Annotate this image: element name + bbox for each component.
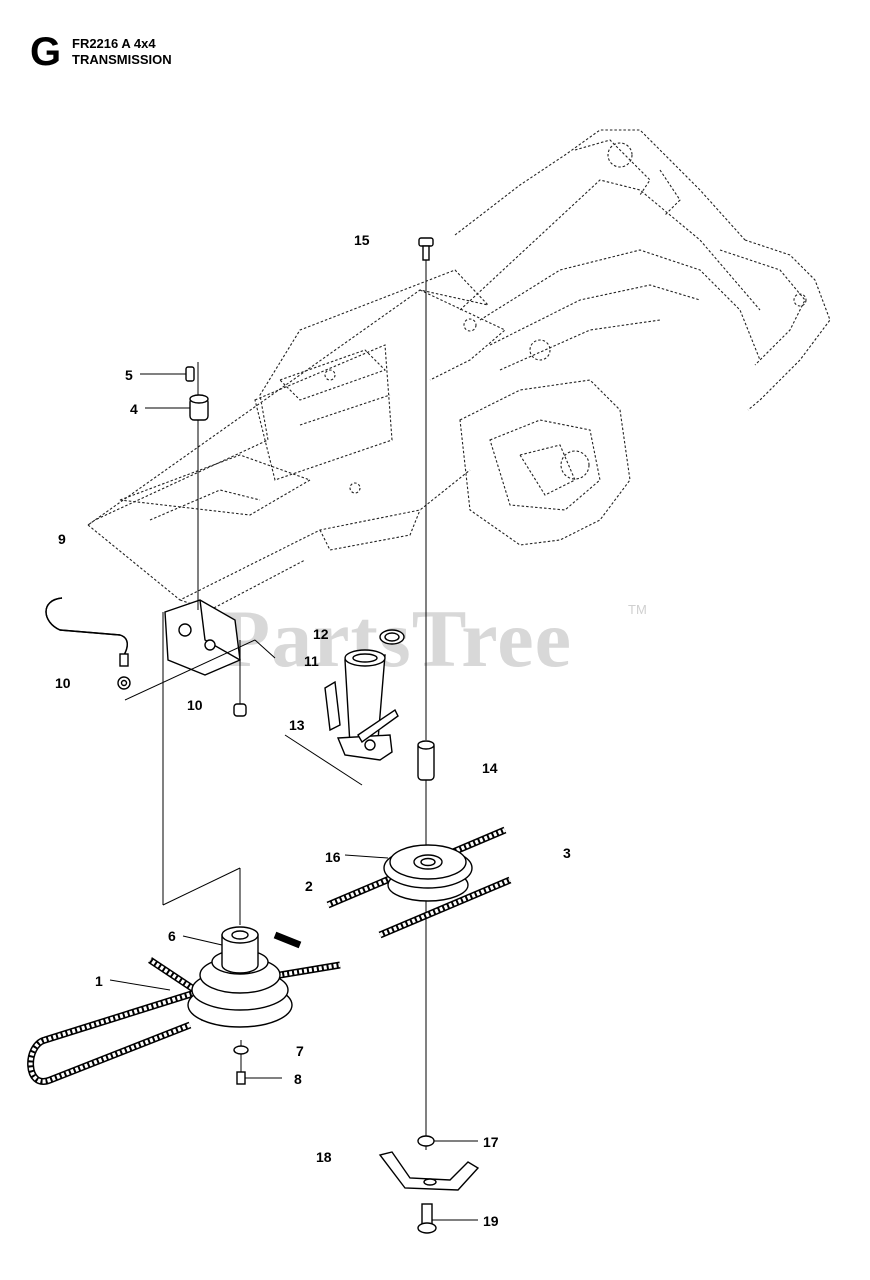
part-6-pulley: [187, 926, 293, 1028]
callout-5: 5: [125, 367, 133, 383]
callout-3: 3: [563, 845, 571, 861]
callout-6: 6: [168, 928, 176, 944]
part-7-washer: [233, 1045, 249, 1055]
callout-2: 2: [305, 878, 313, 894]
callout-10-right: 10: [187, 697, 203, 713]
callout-4: 4: [130, 401, 138, 417]
callout-17: 17: [483, 1134, 499, 1150]
part-13-idler-arm: [324, 649, 399, 761]
callout-leaders: [109, 854, 389, 991]
callout-7: 7: [296, 1043, 304, 1059]
callout-1: 1: [95, 973, 103, 989]
part-15-bolt: [418, 237, 434, 261]
part-12-snap-ring: [379, 629, 405, 645]
part-18-bracket: [378, 1151, 480, 1191]
part-10-rod: [45, 597, 131, 690]
callout-12: 12: [313, 626, 329, 642]
diagram-title: TRANSMISSION: [72, 52, 172, 67]
callout-18: 18: [316, 1149, 332, 1165]
part-14-bushing: [417, 740, 435, 781]
model-number: FR2216 A 4x4: [72, 36, 156, 51]
assembly-lines: [124, 240, 427, 1150]
callout-11: 11: [304, 653, 319, 669]
watermark-trademark: TM: [628, 602, 647, 617]
callout-14: 14: [482, 760, 498, 776]
part-17-washer: [417, 1135, 478, 1147]
part-1-belt: [27, 931, 341, 1085]
part-16-pulley: [383, 844, 473, 902]
part-10-nut: [233, 703, 247, 717]
callout-15: 15: [354, 232, 370, 248]
section-letter: G: [30, 30, 62, 74]
part-19-bolt: [417, 1203, 478, 1234]
callout-9: 9: [58, 531, 66, 547]
part-5-pin: [140, 366, 195, 382]
callout-8: 8: [294, 1071, 302, 1087]
part-8-bolt: [236, 1071, 282, 1085]
callout-16: 16: [325, 849, 341, 865]
callout-19: 19: [483, 1213, 499, 1229]
tractor-frame-outline: [87, 129, 831, 611]
callout-10-left: 10: [55, 675, 71, 691]
callout-13: 13: [289, 717, 305, 733]
part-4-spacer: [145, 394, 209, 421]
